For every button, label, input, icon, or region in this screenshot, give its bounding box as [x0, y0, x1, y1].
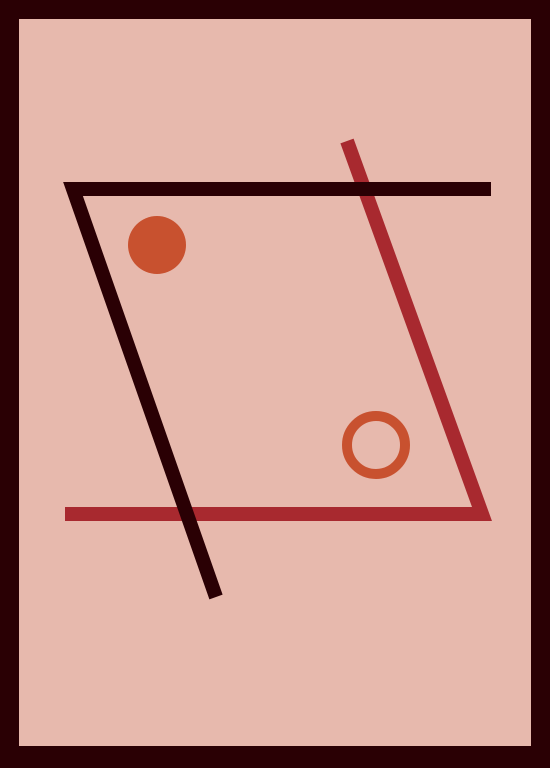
orange-ring-circle: [342, 411, 410, 479]
filled-orange-circle: [128, 216, 186, 274]
red-angle-line: [65, 138, 492, 521]
dark-angle-line: [63, 182, 491, 600]
poster-background: [19, 19, 531, 746]
